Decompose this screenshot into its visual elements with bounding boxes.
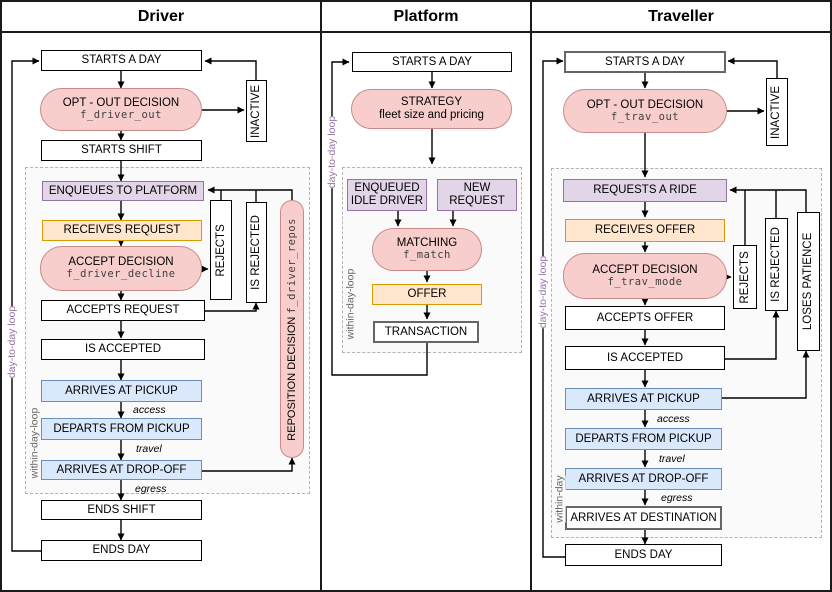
traveller-rejects-node: REJECTS — [733, 245, 757, 309]
platform-strategy-node: STRATEGY fleet size and pricing — [351, 89, 512, 129]
driver-accept-decision-node: ACCEPT DECISION f_driver_decline — [40, 246, 202, 291]
platform-within-day-loop-label: within-day-loop — [344, 268, 356, 340]
driver-departs-pickup-node: DEPARTS FROM PICKUP — [41, 418, 202, 440]
driver-rejects-node: REJECTS — [210, 200, 232, 300]
platform-day-to-day-loop-label: day-to-day loop — [325, 115, 340, 189]
driver-ends-shift-node: ENDS SHIFT — [41, 500, 202, 520]
platform-matching-node: MATCHING f_match — [372, 228, 482, 271]
traveller-arrives-pickup-node: ARRIVES AT PICKUP — [565, 388, 722, 410]
platform-transaction-node: TRANSACTION — [373, 321, 479, 343]
driver-starts-shift-node: STARTS SHIFT — [41, 140, 202, 161]
header-band — [2, 2, 830, 33]
driver-travel-label: travel — [136, 443, 162, 455]
platform-starts-day-node: STARTS A DAY — [352, 52, 512, 72]
traveller-opt-out-decision-node: OPT - OUT DECISION f_trav_out — [563, 89, 727, 133]
traveller-travel-label: travel — [659, 453, 685, 465]
column-title-driver: Driver — [137, 7, 185, 25]
traveller-departs-pickup-node: DEPARTS FROM PICKUP — [565, 428, 722, 450]
traveller-is-accepted-node: IS ACCEPTED — [565, 346, 725, 370]
driver-within-day-loop-label: within-day-loop — [28, 407, 40, 479]
driver-access-label: access — [133, 404, 166, 416]
traveller-access-label: access — [657, 413, 690, 425]
driver-inactive-node: INACTIVE — [246, 80, 267, 142]
column-title-platform: Platform — [393, 7, 459, 25]
driver-accepts-request-node: ACCEPTS REQUEST — [41, 300, 205, 321]
column-divider — [530, 2, 532, 590]
traveller-requests-ride-node: REQUESTS A RIDE — [563, 179, 727, 202]
traveller-loses-patience-node: LOSES PATIENCE — [797, 212, 820, 351]
column-divider — [320, 2, 322, 590]
platform-new-request-node: NEW REQUEST — [437, 179, 517, 211]
traveller-egress-label: egress — [661, 492, 693, 504]
driver-arrives-pickup-node: ARRIVES AT PICKUP — [41, 380, 202, 402]
driver-receives-request-node: RECEIVES REQUEST — [42, 220, 202, 241]
traveller-ends-day-node: ENDS DAY — [565, 544, 722, 566]
platform-enqueued-idle-driver-node: ENQUEUED IDLE DRIVER — [347, 179, 427, 211]
platform-offer-node: OFFER — [372, 284, 482, 305]
driver-is-accepted-node: IS ACCEPTED — [41, 339, 205, 360]
driver-reposition-decision-node: REPOSITION DECISION f_driver_repos — [280, 200, 304, 458]
column-title-traveller: Traveller — [648, 7, 714, 25]
driver-enqueues-node: ENQUEUES TO PLATFORM — [42, 181, 204, 201]
traveller-arrives-dropoff-node: ARRIVES AT DROP-OFF — [565, 468, 722, 490]
driver-starts-day-node: STARTS A DAY — [41, 50, 202, 71]
driver-day-to-day-loop-label: day-to-day loop — [5, 305, 20, 379]
driver-egress-label: egress — [135, 483, 167, 495]
traveller-arrives-destination-node: ARRIVES AT DESTINATION — [565, 506, 722, 530]
traveller-accepts-offer-node: ACCEPTS OFFER — [565, 306, 725, 330]
driver-ends-day-node: ENDS DAY — [41, 540, 202, 561]
traveller-within-day-label: within-day — [554, 475, 566, 523]
driver-is-rejected-node: IS REJECTED — [246, 202, 267, 303]
traveller-is-rejected-node: IS REJECTED — [765, 218, 788, 311]
traveller-day-to-day-loop-label: day-to-day loop — [536, 255, 551, 329]
driver-arrives-dropoff-node: ARRIVES AT DROP-OFF — [41, 460, 202, 480]
driver-opt-out-decision-node: OPT - OUT DECISION f_driver_out — [40, 88, 202, 131]
traveller-accept-decision-node: ACCEPT DECISION f_trav_mode — [563, 253, 727, 299]
traveller-inactive-node: INACTIVE — [766, 78, 788, 146]
traveller-starts-day-node: STARTS A DAY — [564, 51, 726, 73]
traveller-receives-offer-node: RECEIVES OFFER — [565, 219, 725, 242]
